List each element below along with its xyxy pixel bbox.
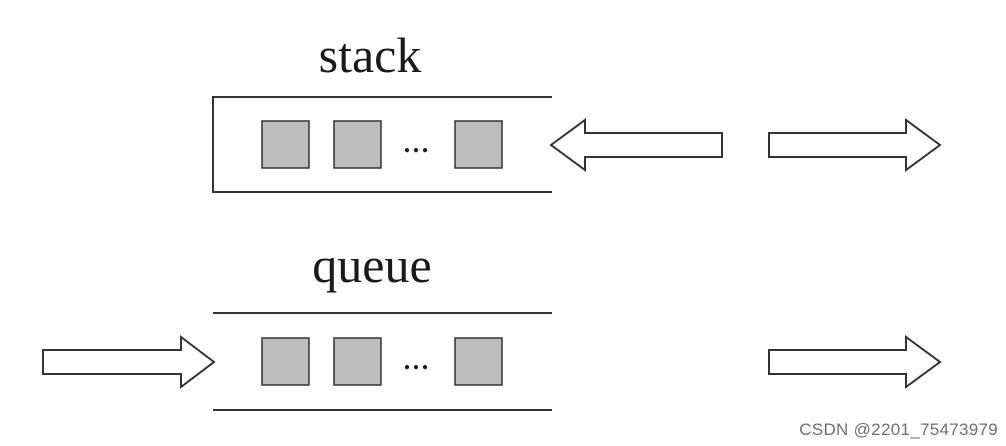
queue-title: queue <box>312 237 431 293</box>
stack-pop-arrow <box>768 118 942 172</box>
queue-enqueue-arrow <box>42 334 216 390</box>
queue-element-2 <box>333 337 382 386</box>
queue-ellipsis: ... <box>403 337 430 377</box>
stack-push-arrow <box>549 118 723 172</box>
queue-dequeue-arrow <box>768 335 942 389</box>
queue-element-1 <box>261 337 310 386</box>
watermark-text: CSDN @2201_75473979 <box>799 420 998 439</box>
stack-element-1 <box>261 120 310 169</box>
stack-element-2 <box>333 120 382 169</box>
stack-element-last <box>454 120 503 169</box>
queue-element-last <box>454 337 503 386</box>
stack-container <box>212 96 552 193</box>
stack-title: stack <box>319 27 422 83</box>
stack-ellipsis: ... <box>403 120 430 160</box>
